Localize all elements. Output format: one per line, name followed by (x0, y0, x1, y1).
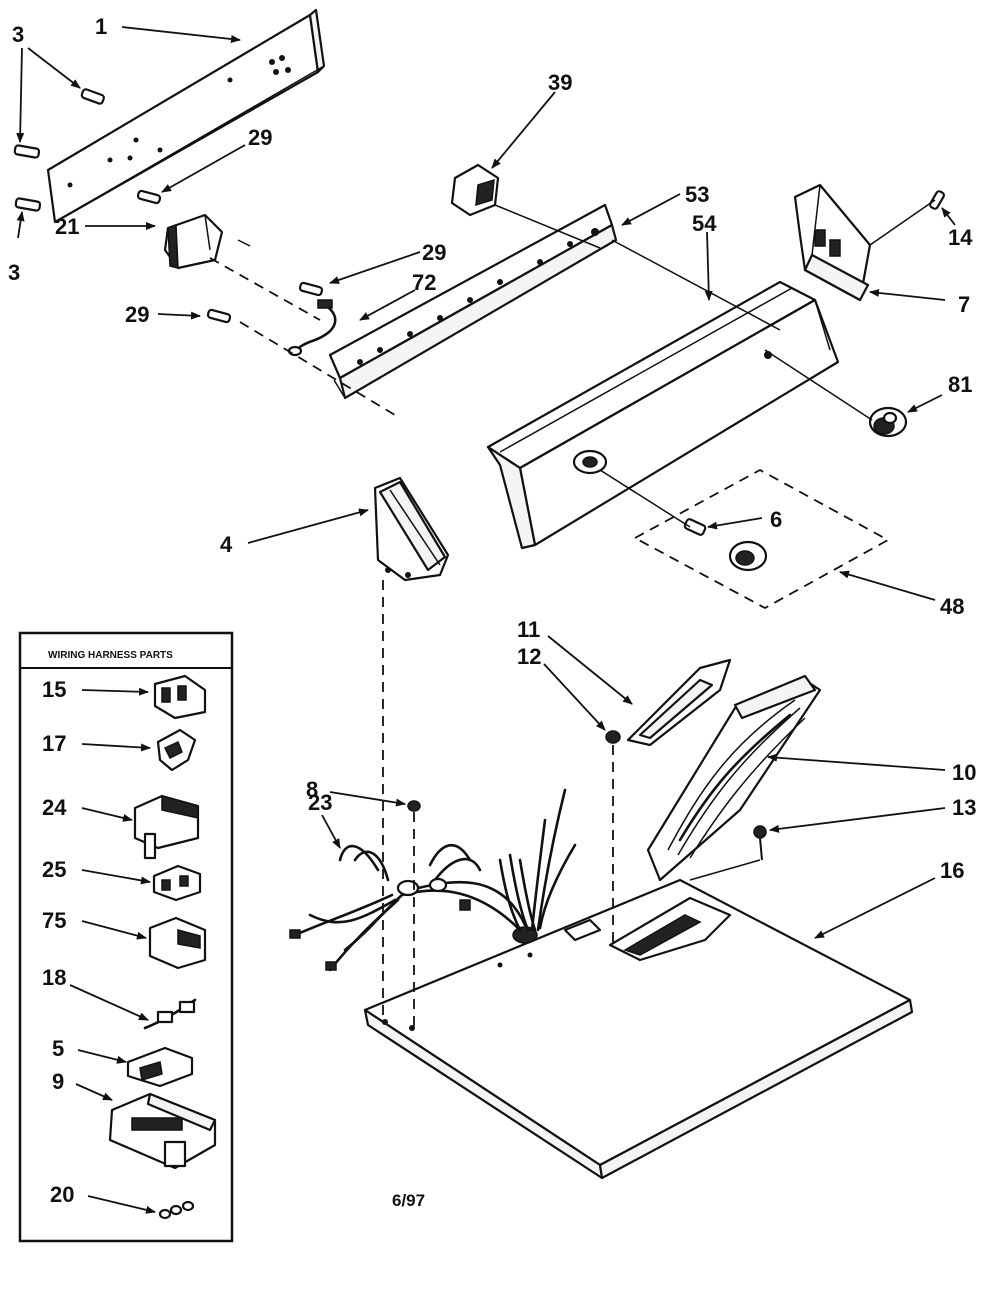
connector-part-17 (156, 728, 197, 772)
harness-box-title: WIRING HARNESS PARTS (48, 650, 173, 661)
knob-part-81 (868, 406, 908, 438)
callout-29-middle: 29 (422, 240, 446, 265)
bracket-part-11 (626, 658, 732, 747)
duct-cover-part-10 (646, 674, 822, 882)
connector-part-15 (153, 674, 207, 720)
screw-part-29-lower (206, 308, 232, 324)
connector-part-20 (158, 1200, 195, 1220)
screw-part-3-bottom (14, 197, 42, 212)
harness-item-20: 20 (50, 1182, 74, 1207)
callout-23: 23 (308, 790, 332, 815)
harness-item-17: 17 (42, 731, 66, 756)
callout-16: 16 (940, 858, 964, 883)
callout-leaders (16, 26, 956, 939)
back-panel-part-1 (46, 8, 326, 224)
harness-item-5: 5 (52, 1036, 64, 1061)
callout-3-top: 3 (12, 22, 24, 47)
switch-part-39 (450, 163, 500, 217)
connector-part-5 (126, 1046, 194, 1088)
control-bracket-part-53 (328, 203, 618, 400)
connector-part-24 (133, 794, 200, 860)
connector-part-75 (148, 916, 207, 970)
screw-part-29-upper (136, 189, 162, 205)
callout-29-lower: 29 (125, 302, 149, 327)
callout-3-bottom: 3 (8, 260, 20, 285)
clip-part-6 (683, 518, 707, 536)
callout-81: 81 (948, 372, 972, 397)
callout-10: 10 (952, 760, 976, 785)
harness-item-75: 75 (42, 908, 66, 933)
end-cap-part-7 (793, 183, 872, 302)
callout-29-upper: 29 (248, 125, 272, 150)
harness-item-15: 15 (42, 677, 66, 702)
callout-7: 7 (958, 292, 970, 317)
callout-54: 54 (692, 211, 717, 236)
wire-harness-part-23 (289, 788, 577, 972)
screw-part-3-mid (13, 144, 41, 159)
top-panel-part-16 (363, 878, 914, 1180)
screw-part-29-middle (298, 281, 324, 297)
screw-part-8 (407, 800, 421, 812)
screw-part-12 (605, 730, 621, 744)
screw-part-3-top (80, 88, 105, 105)
connector-part-25 (152, 864, 202, 902)
harness-item-18: 18 (42, 965, 66, 990)
callout-8: 8 (306, 777, 318, 802)
wire-part-72 (287, 299, 337, 357)
callout-1: 1 (95, 14, 107, 39)
callout-39: 39 (548, 70, 572, 95)
harness-item-9: 9 (52, 1069, 64, 1094)
harness-item-24: 24 (42, 795, 67, 820)
screw-part-14 (929, 190, 945, 210)
callout-labels: 1 3 3 29 21 39 53 54 29 72 29 14 7 81 4 … (8, 14, 976, 883)
timer-assembly-part-48 (633, 468, 890, 610)
connector-part-9 (108, 1092, 217, 1170)
revision-code: 6/97 (392, 1191, 425, 1210)
callout-12: 12 (517, 644, 541, 669)
control-console-part-54 (486, 280, 840, 550)
callout-21: 21 (55, 214, 79, 239)
callout-6: 6 (770, 507, 782, 532)
callout-53: 53 (685, 182, 709, 207)
screw-part-13 (753, 825, 767, 861)
assembly-lines (209, 199, 936, 1030)
wiring-harness-parts-box: WIRING HARNESS PARTS 15 17 24 25 75 18 5… (18, 631, 234, 1243)
callout-14: 14 (948, 225, 973, 250)
callout-4: 4 (220, 532, 233, 557)
callout-48: 48 (940, 594, 964, 619)
harness-item-25: 25 (42, 857, 66, 882)
callout-13: 13 (952, 795, 976, 820)
callout-11: 11 (517, 617, 540, 642)
connector-part-18 (143, 998, 197, 1030)
side-cap-part-4 (373, 476, 450, 582)
callout-72: 72 (412, 270, 436, 295)
